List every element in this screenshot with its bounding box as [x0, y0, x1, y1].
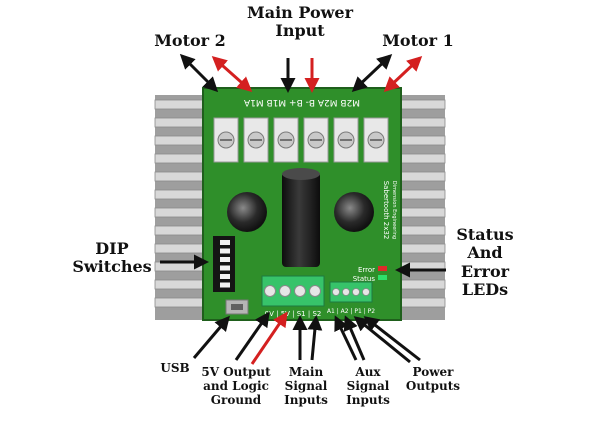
dip-switch-key — [220, 274, 230, 279]
heatsink-fin — [397, 171, 446, 182]
heatsink-fin — [397, 99, 446, 110]
signal-terminal-block: 0V | 5V | S1 | S2 — [261, 275, 325, 318]
heatsink-fin — [154, 117, 206, 128]
heatsink-fin — [397, 279, 446, 290]
heatsink-fin — [154, 99, 206, 110]
heatsink-fin — [154, 243, 206, 254]
terminal-screw — [309, 285, 321, 297]
arrow-motor2-black — [179, 53, 219, 93]
label-dip-switches: DIP Switches — [72, 239, 152, 277]
dip-switch-key — [220, 282, 230, 288]
dip-switch-key — [220, 257, 230, 262]
heatsink-fins-left — [154, 99, 206, 308]
heatsink-fin — [154, 207, 206, 218]
error-led-label: Error — [358, 266, 375, 274]
label-main-signal-inputs: Main Signal Inputs — [284, 365, 328, 407]
heatsink-fin — [397, 117, 446, 128]
mount-knob-left — [227, 192, 267, 232]
heatsink-fins-right — [397, 99, 446, 308]
heatsink-fin — [154, 153, 206, 164]
label-aux-signal-inputs: Aux Signal Inputs — [346, 365, 390, 407]
heatsink-fin — [397, 225, 446, 236]
label-main-power-input: Main Power Input — [246, 3, 353, 41]
brand-label: Sabertooth 2x32 — [382, 181, 390, 240]
terminal-screw — [362, 288, 370, 296]
power-terminal-block — [213, 117, 389, 163]
arrow-aux-signal-a2 — [343, 315, 366, 361]
usb-port — [225, 299, 249, 315]
signal-terminal-labels: 0V | 5V | S1 | S2 — [265, 310, 322, 318]
heatsink-fin — [397, 153, 446, 164]
heatsink-fin — [154, 279, 206, 290]
status-led — [378, 275, 387, 280]
terminal-screw — [352, 288, 360, 296]
pcb-board: M2B M2A B- B+ M1B M1A Sabertooth 2x32 Di… — [202, 87, 402, 321]
heatsink-fin — [397, 297, 446, 308]
label-usb: USB — [160, 361, 190, 375]
status-led-label: Status — [353, 275, 376, 283]
heatsink-fin — [154, 171, 206, 182]
label-5v-output: 5V Output and Logic Ground — [201, 365, 271, 407]
heatsink-fin — [397, 207, 446, 218]
callout-arrows — [160, 53, 446, 365]
heatsink-fin — [397, 189, 446, 200]
brand-sublabel: Dimension Engineering — [391, 181, 397, 239]
status-error-leds: Error Status — [353, 266, 387, 283]
heatsink-fin — [397, 243, 446, 254]
top-terminal-labels: M2B M2A B- B+ M1B M1A — [243, 97, 360, 107]
arrow-usb — [192, 315, 230, 359]
mount-knob-right — [334, 192, 374, 232]
dip-switch-key — [220, 265, 230, 271]
heatsink-fin — [154, 135, 206, 146]
arrow-5v-black — [234, 311, 270, 361]
dip-switch-key — [220, 248, 230, 254]
heatsink-fin — [154, 225, 206, 236]
terminal-screw — [294, 285, 306, 297]
aux-terminal-labels: A1 | A2 | P1 | P2 — [327, 308, 375, 315]
terminal-screw — [332, 288, 340, 296]
arrow-motor1-red — [383, 55, 423, 93]
arrow-5v-red — [250, 311, 288, 365]
heatsink-fin — [154, 297, 206, 308]
aux-terminal-block: A1 | A2 | P1 | P2 — [327, 281, 375, 315]
dip-switch-key — [220, 240, 230, 245]
terminal-screw — [264, 285, 276, 297]
label-status-error-leds: Status And Error LEDs — [456, 225, 514, 300]
arrow-power-outputs-p2 — [363, 316, 421, 362]
arrow-main-signal-s2 — [307, 315, 323, 361]
error-led — [378, 266, 387, 271]
heatsink-fin — [154, 189, 206, 200]
terminal-screw — [342, 288, 350, 296]
arrow-motor2-red — [211, 56, 253, 92]
arrow-motor1-black — [351, 53, 393, 93]
label-motor-2: Motor 2 — [154, 31, 226, 50]
arrow-power-outputs-p1 — [353, 316, 411, 364]
dip-switch-block — [213, 236, 235, 292]
label-power-outputs: Power Outputs — [405, 365, 461, 393]
arrow-aux-signal-a1 — [334, 315, 358, 361]
capacitor — [282, 168, 320, 267]
heatsink-fin — [397, 135, 446, 146]
label-motor-1: Motor 1 — [382, 31, 454, 50]
terminal-screw — [279, 285, 291, 297]
